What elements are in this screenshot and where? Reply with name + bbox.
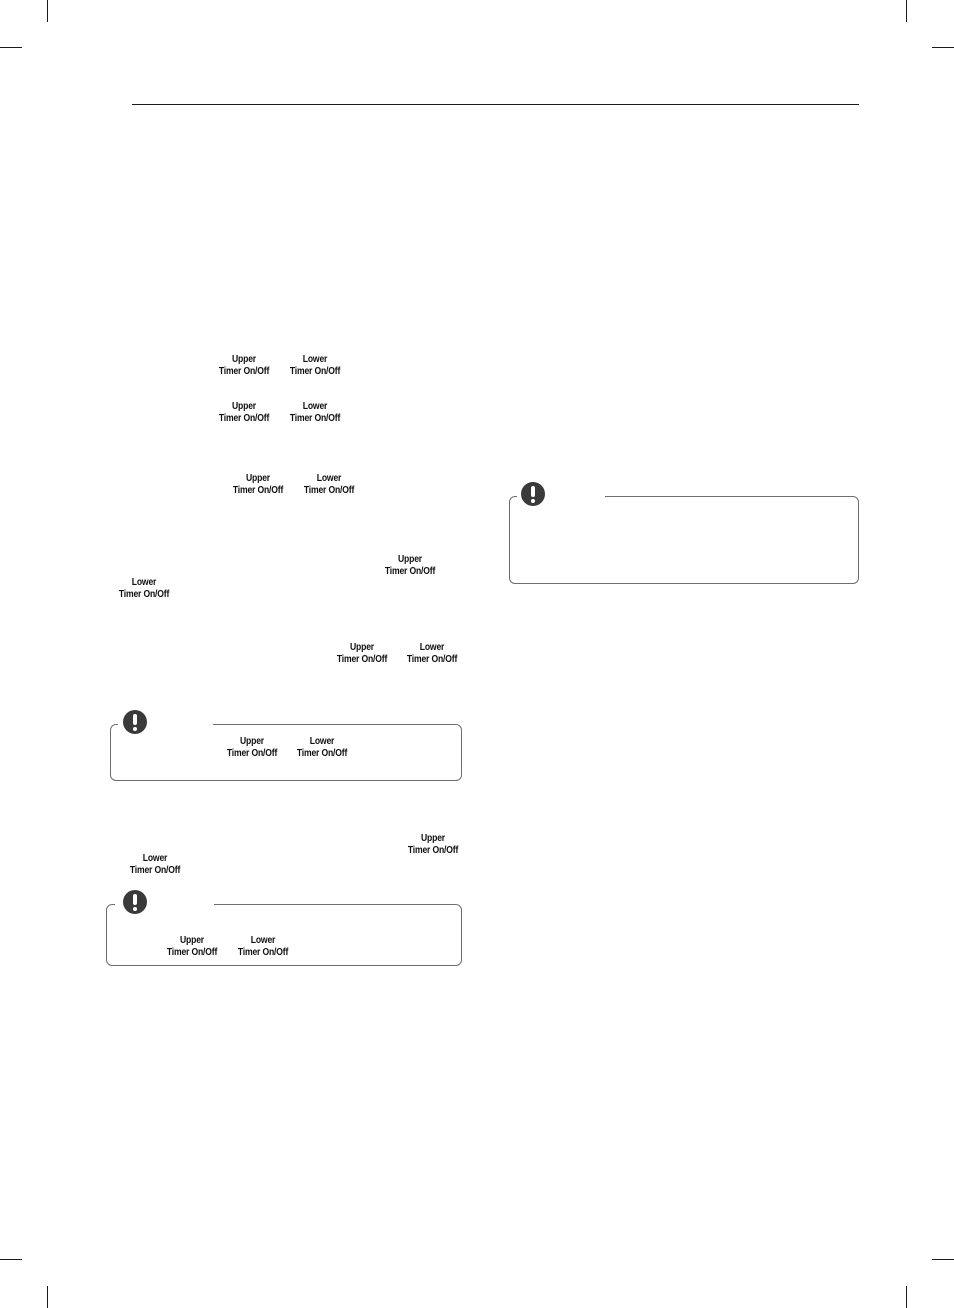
note-box-gap	[115, 903, 214, 906]
note-exclamation-icon	[123, 890, 147, 914]
crop-mark	[932, 1259, 954, 1260]
note-exclamation-icon	[123, 710, 147, 734]
note-box-gap	[118, 723, 213, 726]
crop-mark	[906, 1286, 907, 1308]
crop-mark	[47, 1286, 48, 1308]
crop-mark	[47, 0, 48, 22]
note-box	[110, 724, 462, 781]
note-box	[509, 496, 859, 584]
header-rule	[132, 104, 859, 105]
note-exclamation-icon	[521, 482, 545, 506]
note-box	[106, 904, 462, 966]
crop-mark	[932, 47, 954, 48]
crop-mark	[906, 0, 907, 22]
crop-mark	[0, 1259, 22, 1260]
crop-mark	[0, 47, 22, 48]
note-box-gap	[517, 495, 605, 498]
